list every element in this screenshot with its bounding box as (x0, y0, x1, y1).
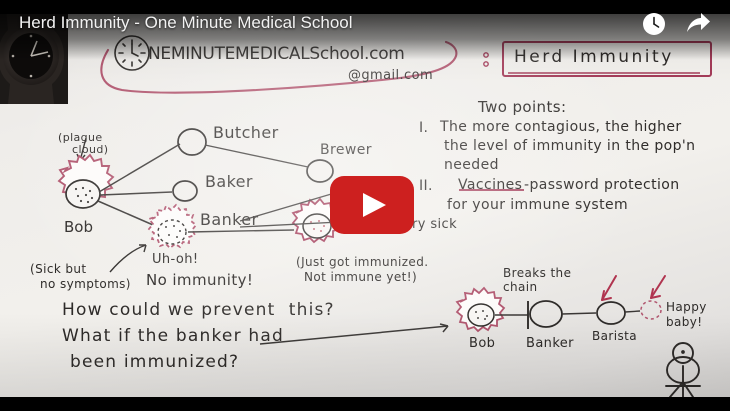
bottom-bob-label: Bob (469, 336, 496, 351)
play-button[interactable] (330, 176, 414, 234)
bob-germ-dots (74, 186, 94, 204)
sick-note-arrow (109, 244, 147, 273)
question-line2: What if the banker had (62, 326, 284, 346)
two-points-item2-line2: for your immune system (447, 197, 629, 213)
uh-oh-label: Uh-oh! (152, 252, 199, 267)
butcher-label: Butcher (213, 123, 279, 142)
plague-cloud-label-line2: cloud) (72, 143, 109, 156)
bottom-edge-banker-barista (561, 312, 597, 315)
share-button[interactable] (685, 11, 711, 37)
very-sick-node (302, 213, 332, 239)
edge-banker-barista (187, 229, 295, 233)
banker-cloud (147, 203, 198, 250)
edge-bob-baker (99, 191, 173, 196)
banker-label: Banker (200, 210, 259, 229)
clock-drawing-icon (114, 35, 150, 71)
no-immunity-label: No immunity! (146, 271, 254, 289)
happy-baby-line1: Happy (666, 300, 707, 314)
baker-node (172, 180, 198, 202)
bottom-baby-node (640, 300, 662, 320)
question-line3: been immunized? (70, 352, 240, 372)
whiteboard-drawing: Bob (57, 35, 712, 397)
butcher-node (177, 128, 207, 156)
sick-no-symptoms-line2: no symptoms) (40, 277, 131, 291)
just-immunized-line2: Not immune yet!) (304, 270, 418, 284)
bob-node (65, 179, 101, 209)
letterbox-top (0, 0, 730, 14)
breaks-chain-line2: chain (503, 280, 538, 294)
edge-bob-banker (97, 200, 161, 229)
header-colon-dot-bottom (483, 61, 489, 67)
brewer-label: Brewer (320, 142, 372, 158)
two-points-item2-numeral: II. (419, 178, 433, 194)
brewer-node (306, 159, 334, 183)
bottom-bob-germ-dots (475, 310, 488, 320)
breaks-chain-line1: Breaks the (503, 266, 572, 280)
two-points-item2-rest: -password protection (524, 177, 680, 193)
board-title-text: Herd Immunity (514, 47, 674, 67)
banker-germ-dots (165, 225, 181, 238)
question-arrow (259, 325, 449, 345)
two-points-item2-keyword: Vaccines (458, 177, 523, 193)
watch-later-button[interactable] (641, 11, 667, 37)
clock-icon (643, 13, 665, 35)
very-sick-germ-dots (310, 220, 325, 232)
share-icon (687, 13, 710, 32)
bottom-barista-label: Barista (592, 329, 637, 343)
header-site-text: NEMINUTEMEDICALSchool.com (148, 44, 405, 64)
stick-figure-drawing (665, 342, 701, 397)
edge-butcher-brewer (204, 144, 309, 168)
two-points-heading: Two points: (478, 98, 567, 116)
header-email-text: @gmail.com (348, 68, 434, 83)
letterbox-bottom (0, 397, 730, 411)
bottom-banker-node (529, 300, 563, 328)
sick-no-symptoms-line1: (Sick but (30, 262, 87, 276)
bob-label-top: Bob (64, 218, 93, 236)
video-title[interactable]: Herd Immunity - One Minute Medical Schoo… (19, 13, 353, 32)
play-icon (330, 176, 414, 234)
edge-bob-butcher (98, 143, 181, 193)
bottom-bob-node (467, 303, 495, 327)
very-sick-label: ry sick (412, 217, 458, 232)
bottom-barista-node (596, 301, 626, 325)
immunized-arrow-2 (650, 275, 666, 299)
header-colon-dot-top (483, 52, 489, 58)
bottom-banker-label: Banker (526, 336, 574, 351)
question-line1: How could we prevent this? (62, 300, 335, 320)
baker-label: Baker (205, 172, 253, 191)
immunized-arrow-1 (601, 275, 617, 301)
banker-node (157, 219, 187, 245)
two-points-item1-line3: needed (444, 157, 499, 173)
happy-baby-line2: baby! (666, 315, 703, 329)
bottom-edge-barista-baby (624, 310, 641, 313)
two-points-item1-line2: the level of immunity in the pop'n (444, 138, 696, 154)
two-points-item1-numeral: I. (419, 120, 429, 136)
two-points-item1-line1: The more contagious, the higher (440, 119, 682, 135)
just-immunized-line1: (Just got immunized. (296, 255, 429, 269)
plague-cloud-label-line1: (plague (58, 131, 103, 144)
